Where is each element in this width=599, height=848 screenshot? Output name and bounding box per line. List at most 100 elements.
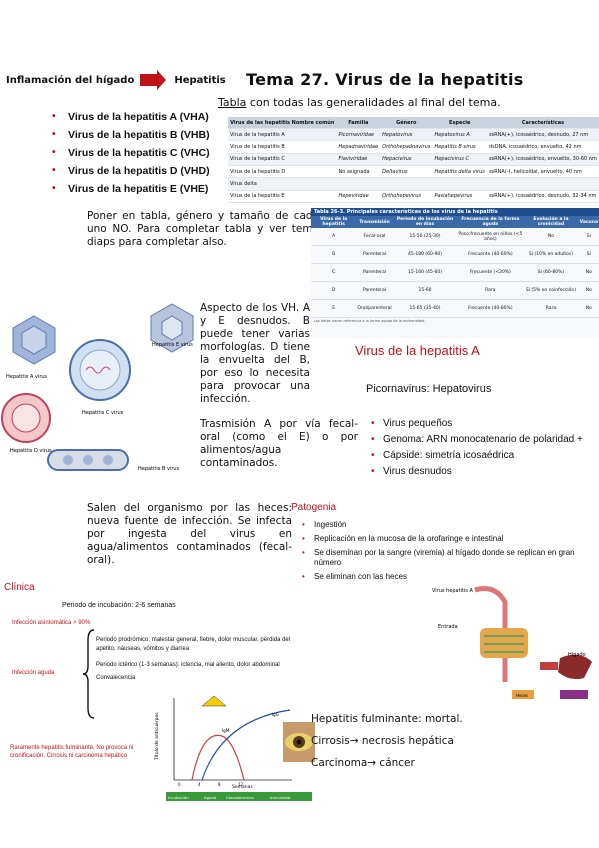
cell: Flaviviridae bbox=[336, 153, 381, 167]
acute-text: Infección aguda bbox=[12, 670, 55, 676]
tick-label: 4 bbox=[198, 782, 201, 787]
outcomes-list: Hepatitis fulminante: mortal. Cirrosis→ … bbox=[311, 708, 463, 774]
cell: B bbox=[311, 245, 357, 264]
table-header: Evolución a la cronicidad bbox=[523, 216, 579, 228]
cell: D bbox=[311, 281, 357, 300]
cell: Frecuente (40-60%) bbox=[457, 245, 524, 264]
legend-item: Convalecencia bbox=[226, 795, 254, 800]
table-header: Características bbox=[486, 117, 599, 130]
cell: Virus de la hepatitis A bbox=[228, 128, 337, 142]
hdv-label: Hepatitis D virus bbox=[10, 448, 52, 454]
cell: Parenteral bbox=[356, 281, 393, 300]
outcome-item: Carcinoma→ cáncer bbox=[311, 757, 415, 769]
list-item: Replicación en la mucosa de la orofaring… bbox=[302, 534, 599, 544]
list-item: Se eliminan con las heces bbox=[302, 572, 599, 582]
rare-text: Raramente hepatitis fulminante. No provo… bbox=[10, 745, 134, 759]
series-label: IgM bbox=[222, 728, 230, 733]
igm-line bbox=[191, 734, 245, 781]
table-link[interactable]: Tabla bbox=[218, 96, 247, 109]
cell: E bbox=[311, 299, 357, 318]
aspect-text: Aspecto de los VH. A y E desnudos. B pue… bbox=[200, 302, 310, 405]
cell: Hepatovirus bbox=[380, 128, 433, 142]
table-header: Especie bbox=[432, 117, 487, 130]
hbv-icon bbox=[47, 449, 129, 471]
hev-icon bbox=[150, 303, 194, 353]
cell: Virus de la hepatitis E bbox=[228, 190, 337, 204]
cell: ssRNA(+), icosaédrico, desnudo, 27 nm bbox=[486, 128, 599, 142]
graph-xlabel: Semanas bbox=[232, 784, 253, 790]
igg-line bbox=[201, 709, 291, 781]
cell bbox=[486, 177, 599, 191]
box-shape bbox=[560, 690, 588, 699]
tick-label: 8 bbox=[218, 782, 221, 787]
cell: Hepacivirus bbox=[380, 153, 433, 167]
cell: No bbox=[523, 228, 579, 246]
incubation-text: Periodo de incubación: 2-6 semanas bbox=[62, 602, 176, 609]
cell: Frecuente (<20%) bbox=[457, 263, 524, 282]
arrow-right-icon bbox=[140, 70, 167, 90]
table-row: Virus delta bbox=[228, 177, 599, 191]
characteristics-table: Tabla 26-3. Principales características … bbox=[311, 208, 599, 338]
hcv-label: Hepatitis C virus bbox=[82, 410, 124, 416]
cell: Sí bbox=[578, 228, 599, 246]
list-item: Genoma: ARN monocatenario de polaridad + bbox=[371, 434, 583, 450]
virus-images: Hepatitis A virus Hepatitis C virus Hepa… bbox=[1, 303, 194, 472]
hdv-icon bbox=[1, 393, 51, 443]
cell: 45-180 (60-90) bbox=[392, 245, 458, 264]
cell: dsDNA, icosaédrico, envuelto, 42 nm bbox=[486, 140, 599, 154]
list-item: Virus de la hepatitis C (VHC) bbox=[52, 146, 210, 165]
cell: 15-60 bbox=[392, 281, 458, 300]
list-item: Virus de la hepatitis E (VHE) bbox=[52, 182, 210, 201]
diagram-label: Virus hepatitis A bbox=[432, 588, 473, 594]
patogenia-title: Patogenia bbox=[291, 502, 337, 513]
cell: Virus de la hepatitis C bbox=[228, 153, 337, 167]
liver-shape bbox=[558, 654, 592, 680]
page-title: Tema 27. Virus de la hepatitis bbox=[246, 70, 524, 89]
cell bbox=[432, 177, 487, 191]
diagram-label: Heces bbox=[516, 693, 528, 698]
cell: Hepadnaviridae bbox=[336, 140, 381, 154]
phase-icteric: Periodo ictérico (1-3 semanas): icterici… bbox=[96, 662, 280, 668]
page-subtitle: Tabla con todas las generalidades al fin… bbox=[218, 96, 501, 109]
cell: Sí bbox=[578, 245, 599, 264]
box-shape bbox=[540, 662, 558, 670]
pathogenesis-diagram: Virus hepatitis A Entrada Hígado Heces bbox=[432, 586, 592, 699]
asymptomatic-text: Infección asintomática > 90% bbox=[12, 620, 91, 626]
list-item: Virus de la hepatitis B (VHB) bbox=[52, 128, 210, 147]
table-header: Período de incubación en días bbox=[392, 216, 458, 228]
cell: No bbox=[578, 263, 599, 282]
cell: Parenteral bbox=[356, 263, 393, 282]
hav-icon bbox=[12, 315, 56, 365]
hcv-icon bbox=[69, 339, 131, 401]
list-item: Ingestión bbox=[302, 520, 599, 530]
list-item: Cápside: simetría icosaédrica bbox=[371, 450, 583, 466]
cell: Orthohepevirus bbox=[380, 190, 433, 204]
table-caption: Tabla 26-3. Principales características … bbox=[311, 208, 599, 216]
cell: 15-160 (45-60) bbox=[392, 263, 458, 282]
cell: Hepatitis B virus bbox=[432, 140, 487, 154]
diagram-label: Hígado bbox=[568, 651, 586, 658]
esophagus-shape bbox=[474, 586, 508, 682]
taxonomy-table: Virus de las hepatitis Nombre común Fami… bbox=[228, 117, 599, 204]
box-shape bbox=[512, 690, 534, 699]
cell: No bbox=[578, 281, 599, 300]
subtitle-rest: con todas las generalidades al final del… bbox=[246, 96, 501, 109]
hbv-label: Hepatitis B virus bbox=[138, 466, 180, 472]
cell bbox=[380, 177, 433, 191]
cell: Rara bbox=[457, 281, 524, 300]
list-item: Se diseminan por la sangre (viremia) al … bbox=[302, 548, 599, 568]
hev-label: Hepatitis E virus bbox=[152, 342, 193, 348]
cell: Parenteral bbox=[356, 245, 393, 264]
transmission-text: Trasmisión A por vía fecal-oral (como el… bbox=[200, 418, 358, 469]
phase-prodromic: Periodo prodrómico: malestar general, fi… bbox=[96, 637, 291, 652]
outcome-item: Hepatitis fulminante: mortal. bbox=[311, 713, 463, 725]
legend-item: Inmunidad bbox=[270, 795, 291, 800]
cell: Fecal-oral bbox=[356, 228, 393, 246]
